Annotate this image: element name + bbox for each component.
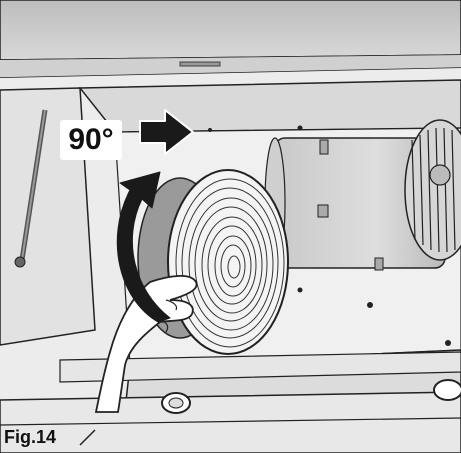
- curved-rotation-arrow-icon: [116, 171, 171, 323]
- right-arrow-icon: [139, 109, 194, 155]
- rotation-angle-label: 90°: [60, 120, 122, 160]
- figure-number-label: Fig.14: [4, 427, 57, 447]
- hood-top-panel: [0, 0, 461, 79]
- motor-housing: [264, 119, 461, 271]
- figure-label-leader: [79, 429, 96, 446]
- carbon-filter-disc: [137, 169, 289, 355]
